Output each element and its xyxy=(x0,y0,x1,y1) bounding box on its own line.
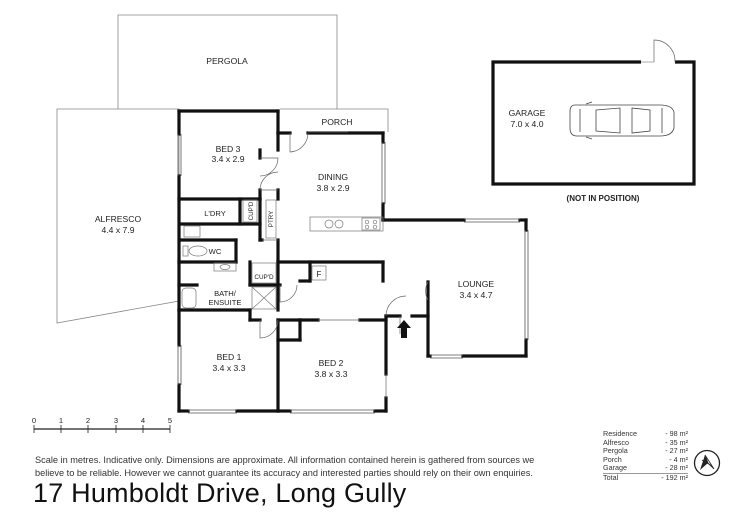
scale-tick-label: 4 xyxy=(141,416,145,425)
area-row: Alfresco - 35 m² xyxy=(603,437,688,448)
bench-top xyxy=(309,216,384,232)
bed3-label: BED 3 xyxy=(216,144,241,154)
cupboard xyxy=(251,262,277,284)
cupd-label: CUP'D xyxy=(248,201,255,220)
garage-door xyxy=(653,39,676,63)
cooktop xyxy=(361,217,381,231)
area-value: - 4 m² xyxy=(669,454,688,464)
doors xyxy=(259,132,429,398)
porch-label: PORCH xyxy=(321,117,352,127)
property-address: 17 Humboldt Drive, Long Gully xyxy=(33,478,407,508)
area-row: Porch - 4 m² xyxy=(603,454,688,465)
fridge-space xyxy=(311,265,327,281)
bed2-label: BED 2 xyxy=(319,358,344,368)
fixtures xyxy=(181,199,384,310)
pantry-label: PTRY xyxy=(268,211,275,227)
area-row: Pergola - 27 m² xyxy=(603,447,688,456)
area-row: Total - 192 m² xyxy=(603,472,688,483)
area-label: Porch xyxy=(603,454,622,464)
wc-label: WC xyxy=(209,247,222,256)
dining-label: DINING xyxy=(318,172,348,182)
alfresco-label: ALFRESCO xyxy=(95,214,142,224)
area-label: Pergola xyxy=(603,446,628,456)
garage-walls xyxy=(491,60,696,186)
disclaimer-line: Scale in metres. Indicative only. Dimens… xyxy=(35,455,535,465)
entry-arrow-icon xyxy=(397,320,411,338)
house-walls xyxy=(177,109,528,413)
dining-size: 3.8 x 2.9 xyxy=(317,183,350,193)
porch-outline xyxy=(280,108,389,132)
scale-tick-label: 0 xyxy=(32,416,36,425)
area-label: Residence xyxy=(603,429,637,438)
bed2-size: 3.8 x 3.3 xyxy=(315,369,348,379)
area-schedule: Residence - 98 m² Alfresco - 35 m² Pergo… xyxy=(603,429,688,483)
pergola-outline xyxy=(117,14,338,109)
area-row: Residence - 98 m² xyxy=(603,429,688,439)
area-value: - 28 m² xyxy=(665,463,688,473)
pantry-shelves xyxy=(265,199,277,239)
area-value: - 35 m² xyxy=(665,437,688,447)
lounge-size: 3.4 x 4.7 xyxy=(460,290,493,300)
area-value: - 98 m² xyxy=(665,429,688,438)
shower xyxy=(251,286,277,310)
garage: GARAGE 7.0 x 4.0 (NOT IN POSITION) xyxy=(491,39,696,203)
area-label: Garage xyxy=(603,463,627,473)
area-label: Total xyxy=(603,472,619,482)
laundry-tub xyxy=(183,225,201,238)
garage-note: (NOT IN POSITION) xyxy=(567,194,640,203)
sink xyxy=(324,219,334,229)
windows xyxy=(177,131,529,414)
garage-size: 7.0 x 4.0 xyxy=(511,119,544,129)
fridge-label: F xyxy=(317,270,322,279)
bed1-size: 3.4 x 3.3 xyxy=(213,363,246,373)
scale-bar: 0 1 2 3 4 5 xyxy=(32,416,172,433)
area-label: Alfresco xyxy=(603,437,629,447)
alfresco-size: 4.4 x 7.9 xyxy=(102,225,135,235)
sink xyxy=(334,219,344,229)
area-value: - 27 m² xyxy=(665,446,688,456)
bathtub xyxy=(181,287,197,309)
scale-tick-label: 3 xyxy=(114,416,118,425)
north-compass-icon xyxy=(693,449,721,477)
bed1-label: BED 1 xyxy=(217,352,242,362)
scale-tick-label: 2 xyxy=(86,416,90,425)
disclaimer: Scale in metres. Indicative only. Dimens… xyxy=(35,454,595,480)
bath-label: BATH/ xyxy=(214,289,237,298)
pergola-label: PERGOLA xyxy=(206,56,248,66)
disclaimer-line: believe to be reliable. However we canno… xyxy=(35,468,533,478)
ensuite-label: ENSUITE xyxy=(209,298,242,307)
laundry-label: L'DRY xyxy=(204,209,226,218)
car-icon xyxy=(569,101,675,140)
vanity xyxy=(213,262,237,272)
bed3-size: 3.4 x 2.9 xyxy=(212,154,245,164)
area-value: - 192 m² xyxy=(661,472,688,482)
cupd2-label: CUP'D xyxy=(254,274,274,281)
area-row: Garage - 28 m² xyxy=(603,464,688,473)
lounge-label: LOUNGE xyxy=(458,279,495,289)
room-labels: PERGOLA PORCH BED 3 3.4 x 2.9 DINING 3.8… xyxy=(95,56,495,379)
toilet xyxy=(188,245,208,257)
cupboard xyxy=(242,199,258,223)
garage-label: GARAGE xyxy=(509,108,546,118)
scale-tick-label: 5 xyxy=(168,416,172,425)
scale-tick-label: 1 xyxy=(59,416,63,425)
